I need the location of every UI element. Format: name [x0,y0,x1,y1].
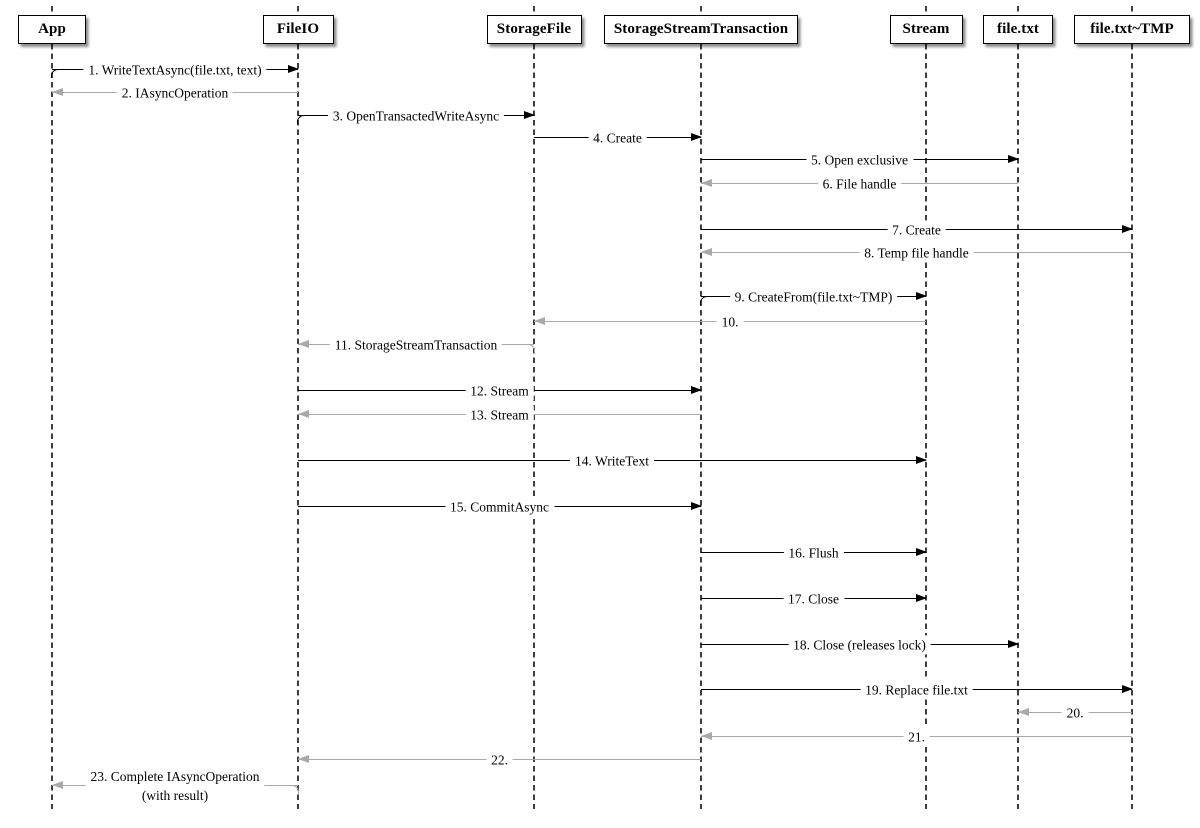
message-17-text: 17. Close [787,591,840,607]
message-8-arrowhead-icon [700,248,712,257]
message-4-text: 4. Create [593,130,642,146]
message-13-label: 13. Stream [465,405,534,425]
message-9-text: 9. CreateFrom(file.txt~TMP) [734,289,893,305]
message-2-text: 2. IAsyncOperation [121,85,229,101]
message-2-arrowhead-icon [51,88,63,97]
message-9-origin-hook [700,296,710,306]
message-23-text: 23. Complete IAsyncOperation [90,768,260,784]
message-10-text: 10. [721,314,739,330]
message-8-text: 8. Temp file handle [864,245,969,261]
message-20-label: 20. [1061,703,1089,723]
message-18-arrowhead-icon [1007,640,1019,649]
message-23-origin-hook [289,785,299,795]
message-6-arrowhead-icon [700,179,712,188]
lifeline-app [51,6,53,809]
message-14-arrowhead-icon [915,456,927,465]
message-13-text: 13. Stream [470,407,529,423]
participant-fileio: FileIO [262,15,334,44]
message-1-label: 1. WriteTextAsync(file.txt, text) [83,60,267,80]
message-13-arrowhead-icon [297,410,309,419]
lifeline-file-txt [1017,6,1019,809]
message-3-origin-hook [297,115,307,125]
message-3-arrowhead-icon [523,111,535,120]
message-20-arrowhead-icon [1017,708,1029,717]
message-14-label: 14. WriteText [570,451,654,471]
participant-label-file-txt-tmp: file.txt~TMP [1090,21,1174,37]
message-7-arrowhead-icon [1121,225,1133,234]
message-10-label: 10. [716,312,744,332]
message-1-origin-hook [51,69,61,79]
message-5-text: 5. Open exclusive [810,152,909,168]
participant-storagestreamtransaction: StorageStreamTransaction [604,15,798,44]
message-14-text: 14. WriteText [575,453,649,469]
message-7-text: 7. Create [892,222,941,238]
lifeline-storagestreamtransaction [700,6,702,809]
message-4-arrowhead-icon [690,133,702,142]
message-9-arrowhead-icon [915,292,927,301]
message-12-arrowhead-icon [690,386,702,395]
message-15-text: 15. CommitAsync [449,499,550,515]
message-11-arrowhead-icon [297,340,309,349]
message-21-arrowhead-icon [700,732,712,741]
message-16-text: 16. Flush [788,545,839,561]
message-23-text-line2: (with result) [141,788,209,803]
participant-file-txt-tmp: file.txt~TMP [1074,15,1190,44]
message-4-label: 4. Create [588,128,647,148]
message-3-label: 3. OpenTransactedWriteAsync [327,106,505,126]
message-21-label: 21. [903,727,930,747]
message-10-arrowhead-icon [533,317,545,326]
participant-storagefile: StorageFile [486,15,582,44]
participant-label-fileio: FileIO [276,21,320,37]
message-12-label: 12. Stream [465,381,534,401]
message-12-text: 12. Stream [470,383,529,399]
message-22-text: 22. [491,752,508,768]
message-16-label: 16. Flush [783,543,844,563]
message-18-text: 18. Close (releases lock) [793,637,926,653]
message-6-label: 6. File handle [817,174,902,194]
participant-label-app: App [38,21,66,37]
message-11-label: 11. StorageStreamTransaction [329,335,503,355]
lifeline-fileio [297,6,299,809]
message-2-label: 2. IAsyncOperation [116,83,234,103]
message-15-arrowhead-icon [690,502,702,511]
message-1-arrowhead-icon [287,65,299,74]
participant-label-storagestreamtransaction: StorageStreamTransaction [613,21,789,37]
lifeline-storagefile [533,6,535,809]
message-19-label: 19. Replace file.txt [860,680,973,700]
message-17-label: 17. Close [782,589,845,609]
lifeline-stream [925,6,927,809]
message-19-text: 19. Replace file.txt [865,682,968,698]
participant-stream: Stream [889,15,963,44]
message-16-arrowhead-icon [915,548,927,557]
message-19-arrowhead-icon [1121,685,1133,694]
message-7-label: 7. Create [887,220,946,240]
lifeline-file-txt-tmp [1131,6,1133,809]
participant-file-txt: file.txt [983,15,1053,44]
participant-label-file-txt: file.txt [996,21,1040,37]
message-20-text: 20. [1066,705,1084,721]
participant-label-storagefile: StorageFile [496,21,572,37]
message-11-text: 11. StorageStreamTransaction [334,337,498,353]
message-23-arrowhead-icon [51,781,63,790]
participant-label-stream: Stream [902,21,950,37]
message-9-label: 9. CreateFrom(file.txt~TMP) [729,287,898,307]
message-17-arrowhead-icon [915,594,927,603]
message-23-label: 23. Complete IAsyncOperation (with result… [85,766,265,806]
message-11-origin-hook [525,344,535,354]
message-5-arrowhead-icon [1007,155,1019,164]
message-22-label: 22. [486,750,513,770]
message-22-arrowhead-icon [297,755,309,764]
message-18-label: 18. Close (releases lock) [788,635,931,655]
message-6-text: 6. File handle [822,176,897,192]
message-21-text: 21. [908,729,925,745]
participant-app: App [18,15,86,44]
message-3-text: 3. OpenTransactedWriteAsync [332,108,500,124]
message-1-text: 1. WriteTextAsync(file.txt, text) [88,62,262,78]
message-8-label: 8. Temp file handle [859,243,974,263]
message-5-label: 5. Open exclusive [805,150,914,170]
message-15-label: 15. CommitAsync [444,497,555,517]
